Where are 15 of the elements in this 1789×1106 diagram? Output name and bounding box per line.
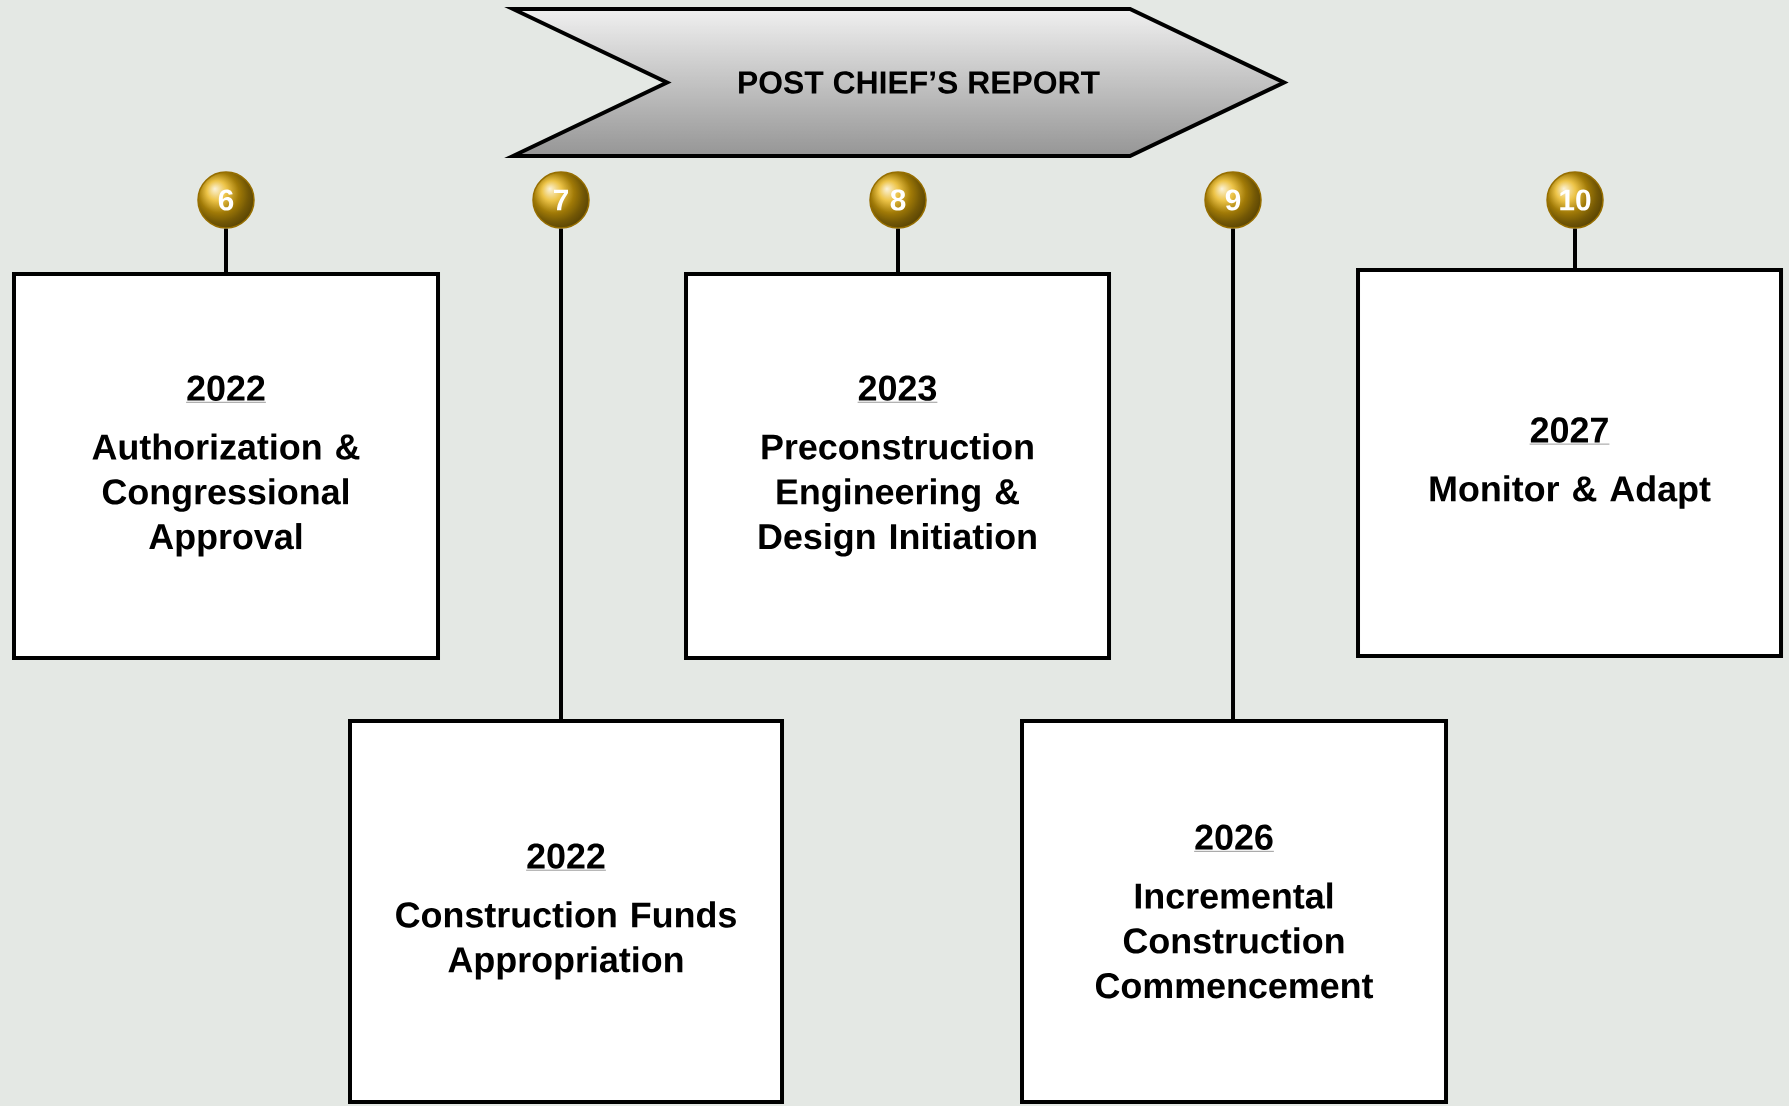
milestone-box: 2023 Preconstruction Engineering & Design Initiation [684,272,1111,660]
number-badge: 7 [532,171,590,229]
milestone-box: 2022 Authorization & Congressional Approval [12,272,440,660]
number-badge: 8 [869,171,927,229]
connector-line [224,228,228,272]
connector-line [896,228,900,272]
number-badge: 9 [1204,171,1262,229]
number-badge: 10 [1546,171,1604,229]
milestone-box: 2022 Construction Funds Appropriation [348,719,784,1104]
milestone-box: 2027 Monitor & Adapt [1356,268,1783,658]
connector-line [1573,228,1577,268]
connector-line [1231,228,1235,719]
number-badge: 6 [197,171,255,229]
milestone-box: 2026 Incremental Construction Commencement [1020,719,1448,1104]
connector-line [559,228,563,719]
